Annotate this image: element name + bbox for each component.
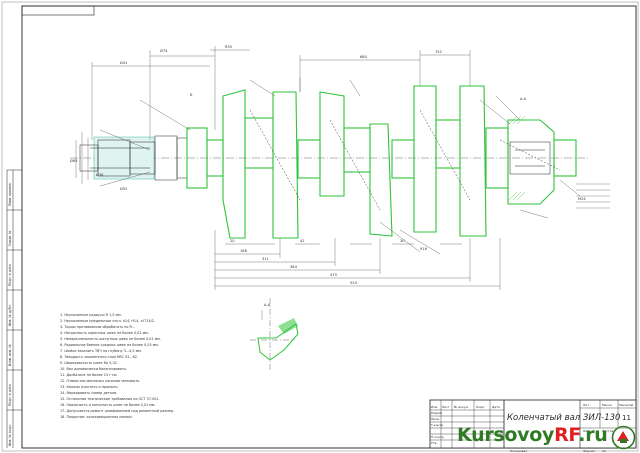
dimension-lines [75,46,581,290]
watermark-text[interactable]: KursovoyRF.ru [457,424,608,446]
scale-label: Масштаб [619,403,633,407]
format-value: А1 [602,449,606,453]
sheet-frame-inner [21,5,637,449]
mass-label: Масса [602,403,612,407]
side-label-4: Взам. инв. № [8,344,12,366]
crankshaft-view [70,85,590,239]
note-12: 13. Каналы очистить и промыть. [60,385,119,389]
technical-notes: 1. Неуказанные радиусы R 1,5 мм. 2. Неук… [60,313,174,419]
dim-2: Ø41 [120,60,127,65]
format-label: Формат [583,449,595,453]
table-header-sign: Подп. [476,405,485,409]
rear-annotations [576,183,610,209]
dim-13: Ø52 [120,186,127,191]
table-header-doc: № докум. [454,405,469,409]
crankshaft-outline [186,85,577,239]
dim-5: 311 [262,257,269,261]
side-label-2: Подп. и дата [8,264,12,286]
dim-14: M24 [578,197,586,201]
side-label-1: Справ. № [8,230,12,246]
note-1: 2. Неуказанные предельные откл. h14, H14… [60,319,155,323]
note-6: 7. Шейки закалить ТВЧ на глубину 3...4,5… [60,349,142,353]
side-label-0: Перв. примен. [8,182,12,206]
dim-9: 680 [360,55,368,59]
dim-7: 470 [330,273,338,277]
note-8: 9. Шероховатость шеек Ra 0,32. [60,361,118,365]
dim-16: 42 [300,239,305,243]
front-end-zone [93,136,155,180]
sheets-label: Листов [602,429,613,433]
role-4: Утв. [431,441,437,445]
role-3: Н.контр. [431,435,444,439]
dim-19: Б [190,93,193,97]
sheet-label: Лист [583,429,591,433]
table-header-izm: Изм. [431,405,438,409]
sheet-number: 11 [622,414,631,422]
note-11: 12. Отверстия масляных каналов зенковать… [60,379,140,383]
dim-10: 752 [435,50,442,54]
watermark-main: Kursovoy [457,424,555,446]
note-10: 11. Дисбаланс не более 15 г·см. [60,373,117,377]
dim-18: A-A [520,97,527,101]
note-7: 8. Твердость закаленного слоя HRC 52...6… [60,355,138,359]
drawing-title: Коленчатый вал ЗИЛ-130 [507,413,620,423]
note-17: 18. Покрытие: консервационная смазка. [60,415,133,419]
lit-label: Лит. [583,403,590,407]
table-header-date: Дата [492,405,500,409]
dim-15: 20 [230,239,235,243]
dimension-texts: Ø65 Ø74 Ø41 R55 188 311 384 470 524 680 … [70,45,586,285]
table-header-list: Лист [442,405,450,409]
dim-3: R55 [225,45,232,49]
dim-0: Ø65 [70,158,77,163]
title-block: Изм. Лист № докум. Подп. Дата Разраб. Пр… [429,399,637,453]
note-0: 1. Неуказанные радиусы R 1,5 мм. [60,313,122,317]
note-3: 4. Несоосность коренных шеек не более 0,… [60,331,149,335]
section-label: А-А [264,303,271,307]
note-15: 16. Овальность и конусность шеек не боле… [60,403,155,407]
side-label-6: Инв. № подл. [8,424,12,446]
note-4: 5. Непараллельность шатунных шеек не бол… [60,337,161,341]
side-label-5: Подп. и дата [8,384,12,406]
note-5: 6. Радиальное биение средних шеек не бол… [60,343,159,347]
note-2: 3. Торцы противовесов обработать по R... [60,325,135,329]
top-label-box [21,5,95,16]
dim-8: 524 [350,281,358,285]
watermark-ru: .ru [578,424,608,446]
section-view: А-А [250,298,299,370]
note-14: 15. Остальные технические требования по … [60,397,160,401]
note-16: 17. Допускается ремонт шлифованием под р… [60,409,174,413]
dim-12: Ø36 [96,172,104,177]
rear-end-lines [509,141,551,175]
role-2: Т.контр. [430,423,444,427]
dim-17: 30 [400,239,405,243]
note-13: 14. Маркировать номер детали. [60,391,117,395]
copied-label: Копировал [510,449,527,453]
dim-4: 188 [240,249,248,253]
role-1: Пров. [431,417,440,421]
side-label-3: Инв. № дубл. [8,304,12,326]
hatching [508,115,526,201]
role-0: Разраб. [431,411,443,415]
watermark-logo-icon [611,425,636,450]
note-9: 10. Вал динамически балансировать. [60,367,127,371]
dim-1: Ø74 [160,48,168,53]
dim-6: 384 [290,265,298,269]
watermark-rf: RF [554,424,579,446]
left-side-stamps: Перв. примен. Справ. № Подп. и дата Инв.… [6,169,22,448]
dim-11: 916 [420,247,428,251]
